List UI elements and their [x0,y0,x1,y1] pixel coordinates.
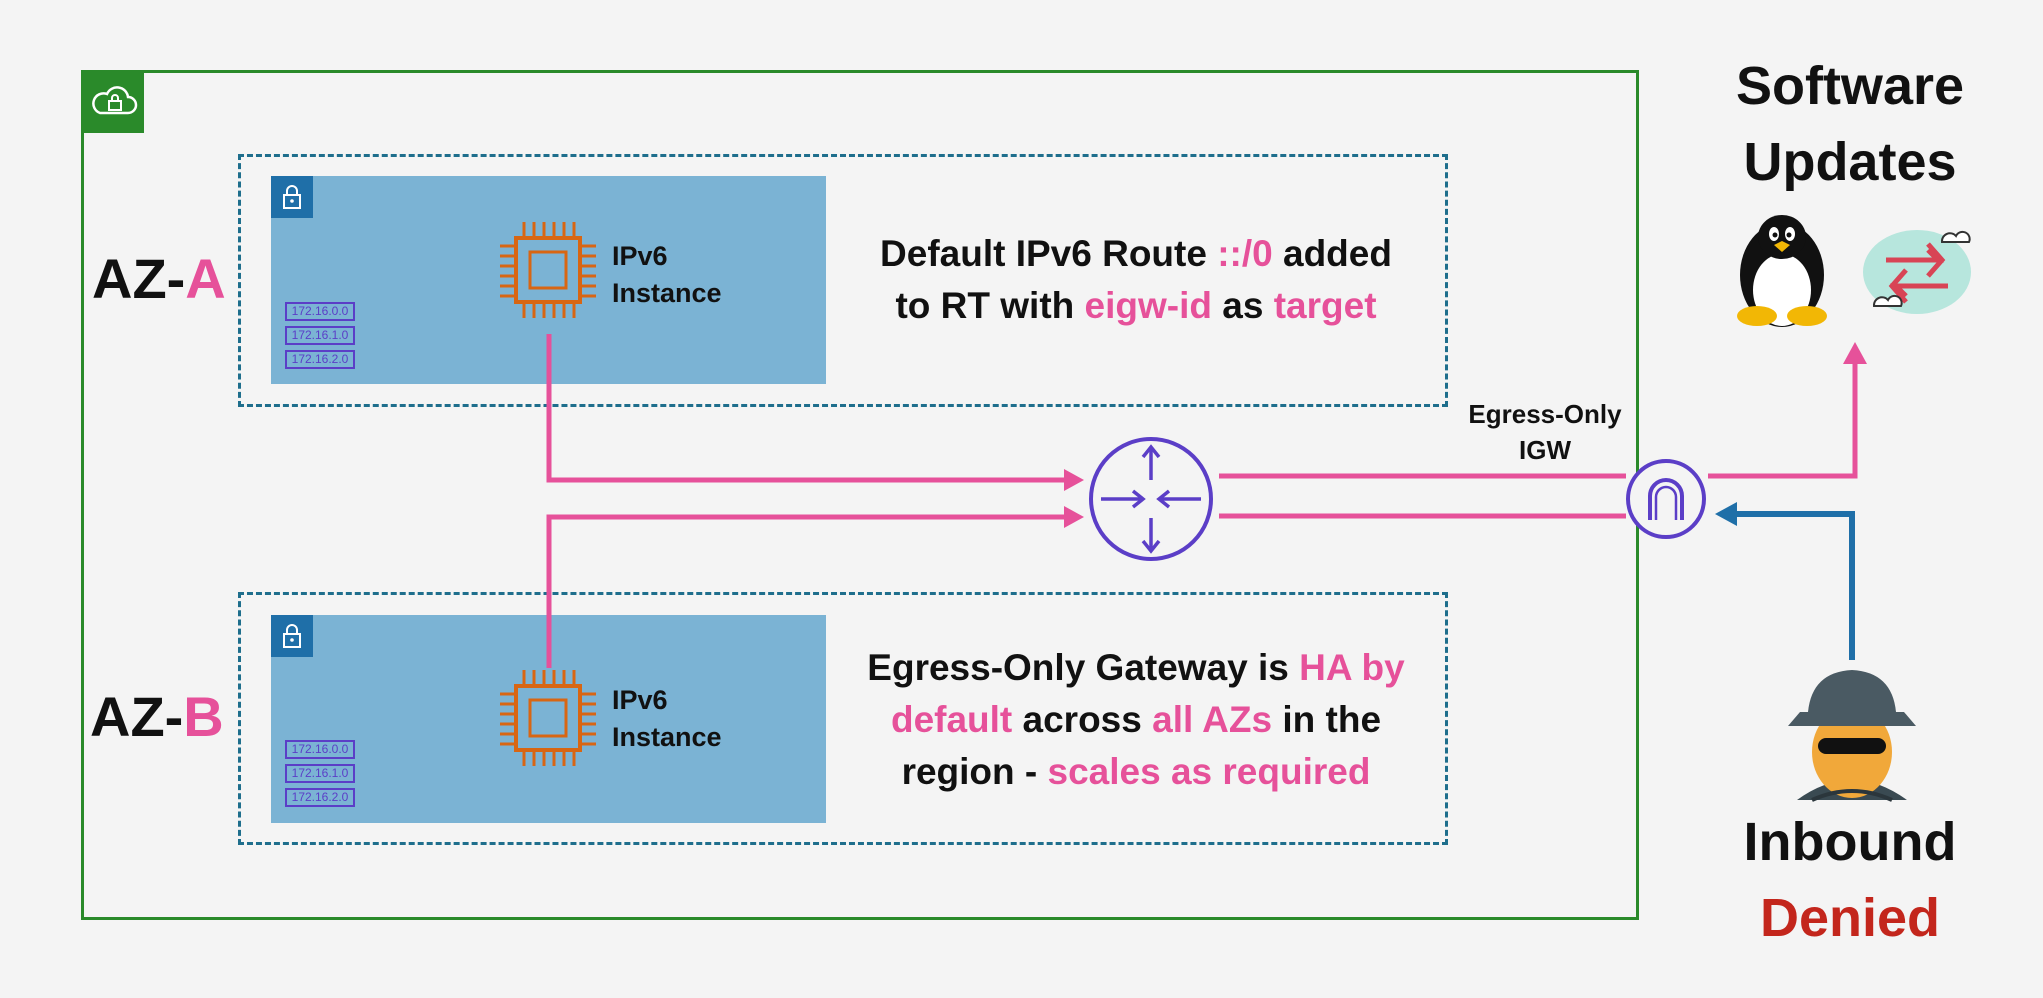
eigw-label-line1: Egress-Only [1468,399,1622,429]
inbound-line1: Inbound [1743,812,1957,872]
instance-a-line1: IPv6 [612,241,668,271]
flow-line-inbound [1735,511,1855,660]
route-entry: 172.16.2.0 [285,350,355,369]
note-a-text: added [1272,233,1392,274]
inbound-denied-title: Inbound Denied [1700,804,2000,956]
route-entry: 172.16.0.0 [285,740,355,759]
instance-b-line1: IPv6 [612,685,668,715]
instance-b-line2: Instance [612,722,722,752]
software-update-icon [1863,230,1971,314]
note-b-highlight: scales as required [1047,751,1371,792]
note-b-text: Egress-Only Gateway is [867,647,1300,688]
flow-line-a [546,334,1064,483]
software-updates-line2: Updates [1743,132,1957,192]
az-a-box [238,154,1448,407]
note-a-text: Default IPv6 Route [880,233,1218,274]
route-entry: 172.16.1.0 [285,764,355,783]
az-a-prefix: AZ- [92,247,186,310]
note-b-text: in the [1272,699,1382,740]
az-a-letter: A [185,247,226,310]
software-updates-line1: Software [1735,56,1965,116]
subnet-lock-icon [271,176,313,218]
flow-line-b [546,514,1064,668]
subnet-a-route-table: 172.16.0.0 172.16.1.0 172.16.2.0 [285,302,355,369]
ec2-chip-icon [500,670,596,771]
router-icon [1089,437,1213,561]
note-b-text: across [1012,699,1153,740]
inbound-line2: Denied [1759,888,1941,948]
instance-b-label: IPv6 Instance [612,682,722,756]
az-b-prefix: AZ- [90,685,184,748]
subnet-lock-icon [271,615,313,657]
az-a-label: AZ-A [92,246,226,311]
route-entry: 172.16.2.0 [285,788,355,807]
note-a-text: to RT with [895,285,1085,326]
linux-penguin-icon [1737,215,1827,327]
eigw-label-line2: IGW [1519,435,1571,465]
route-entry: 172.16.0.0 [285,302,355,321]
eigw-label: Egress-Only IGW [1460,396,1630,468]
note-b-highlight: HA by [1299,647,1405,688]
software-updates-title: Software Updates [1700,48,2000,200]
route-entry: 172.16.1.0 [285,326,355,345]
note-a-highlight: ::/0 [1217,233,1273,274]
flow-arrow-outbound [1843,342,1867,364]
vpc-cloud-lock-icon [84,73,144,133]
flow-arrow-inbound [1715,502,1737,526]
flow-arrow-b [1064,506,1084,528]
flow-arrow-a [1064,469,1084,491]
egress-only-igw-icon [1626,459,1706,539]
ec2-chip-icon [500,222,596,323]
note-a-highlight: eigw-id [1084,285,1212,326]
az-b-label: AZ-B [90,684,224,749]
note-a-highlight: target [1273,285,1377,326]
note-a-text: as [1212,285,1274,326]
subnet-b-route-table: 172.16.0.0 172.16.1.0 172.16.2.0 [285,740,355,807]
instance-a-label: IPv6 Instance [612,238,722,312]
instance-a-line2: Instance [612,278,722,308]
az-b-box [238,592,1448,845]
note-b-highlight: default [890,699,1013,740]
note-b-text: region - [901,751,1048,792]
az-b-letter: B [183,685,224,748]
note-default-route: Default IPv6 Route ::/0 added to RT with… [846,228,1426,332]
note-ha-by-default: Egress-Only Gateway is HA by default acr… [846,642,1426,798]
note-b-highlight: all AZs [1152,699,1273,740]
flow-line-outbound [1708,362,1858,479]
hacker-icon [1788,670,1916,802]
